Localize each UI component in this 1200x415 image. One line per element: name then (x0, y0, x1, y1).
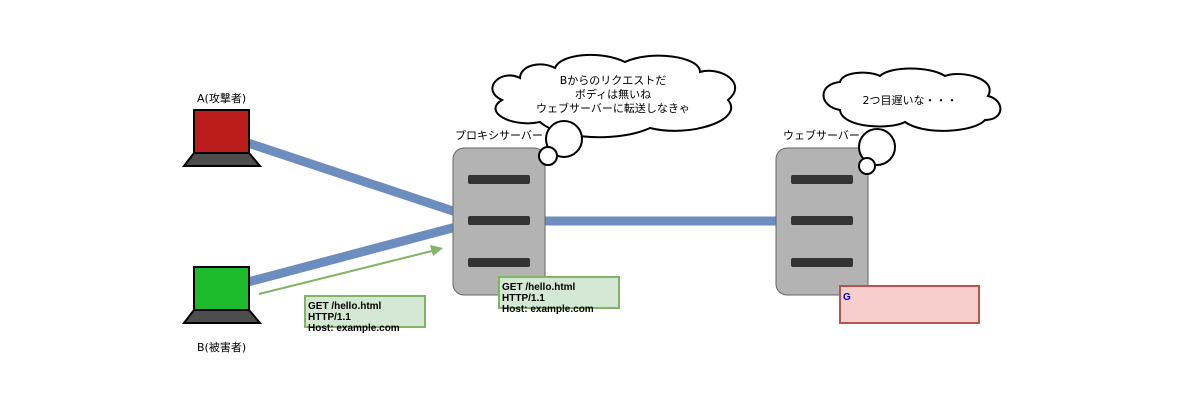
victim-request-box: GET /hello.html HTTP/1.1 Host: example.c… (304, 295, 426, 334)
victim-request-line-1: GET /hello.html HTTP/1.1 (308, 301, 382, 323)
proxy-server-icon (452, 147, 546, 296)
proxy-thought-text: Bからのリクエストだ ボディは無いね ウェブサーバーに転送しなきゃ (513, 74, 713, 116)
proxy-thought-line-3: ウェブサーバーに転送しなきゃ (536, 102, 690, 115)
web-server-icon (775, 147, 869, 296)
proxy-label: プロキシサーバー (455, 129, 543, 142)
attacker-link (246, 138, 458, 217)
pending-request-box: G (839, 285, 980, 324)
web-thought-text: 2つ目遅いな・・・ (862, 94, 958, 107)
victim-laptop-icon (181, 266, 263, 324)
victim-label: B(被害者) (197, 341, 247, 354)
proxy-thought-cloud (491, 53, 737, 166)
victim-request-line-2: Host: example.com (308, 323, 400, 334)
victim-link (246, 222, 458, 287)
proxy-thought-line-2: ボディは無いね (574, 88, 652, 101)
attacker-label: A(攻撃者) (197, 92, 247, 105)
web-label: ウェブサーバー (783, 129, 860, 142)
proxy-forward-line-1: GET /hello.html HTTP/1.1 (502, 282, 576, 304)
proxy-thought-line-1: Bからのリクエストだ (559, 74, 667, 87)
proxy-forward-line-2: Host: example.com (502, 304, 594, 315)
attacker-laptop-icon (181, 109, 263, 167)
proxy-forward-request-box: GET /hello.html HTTP/1.1 Host: example.c… (498, 276, 620, 315)
web-thought-cloud (822, 67, 1002, 175)
request-arrow (258, 245, 443, 295)
